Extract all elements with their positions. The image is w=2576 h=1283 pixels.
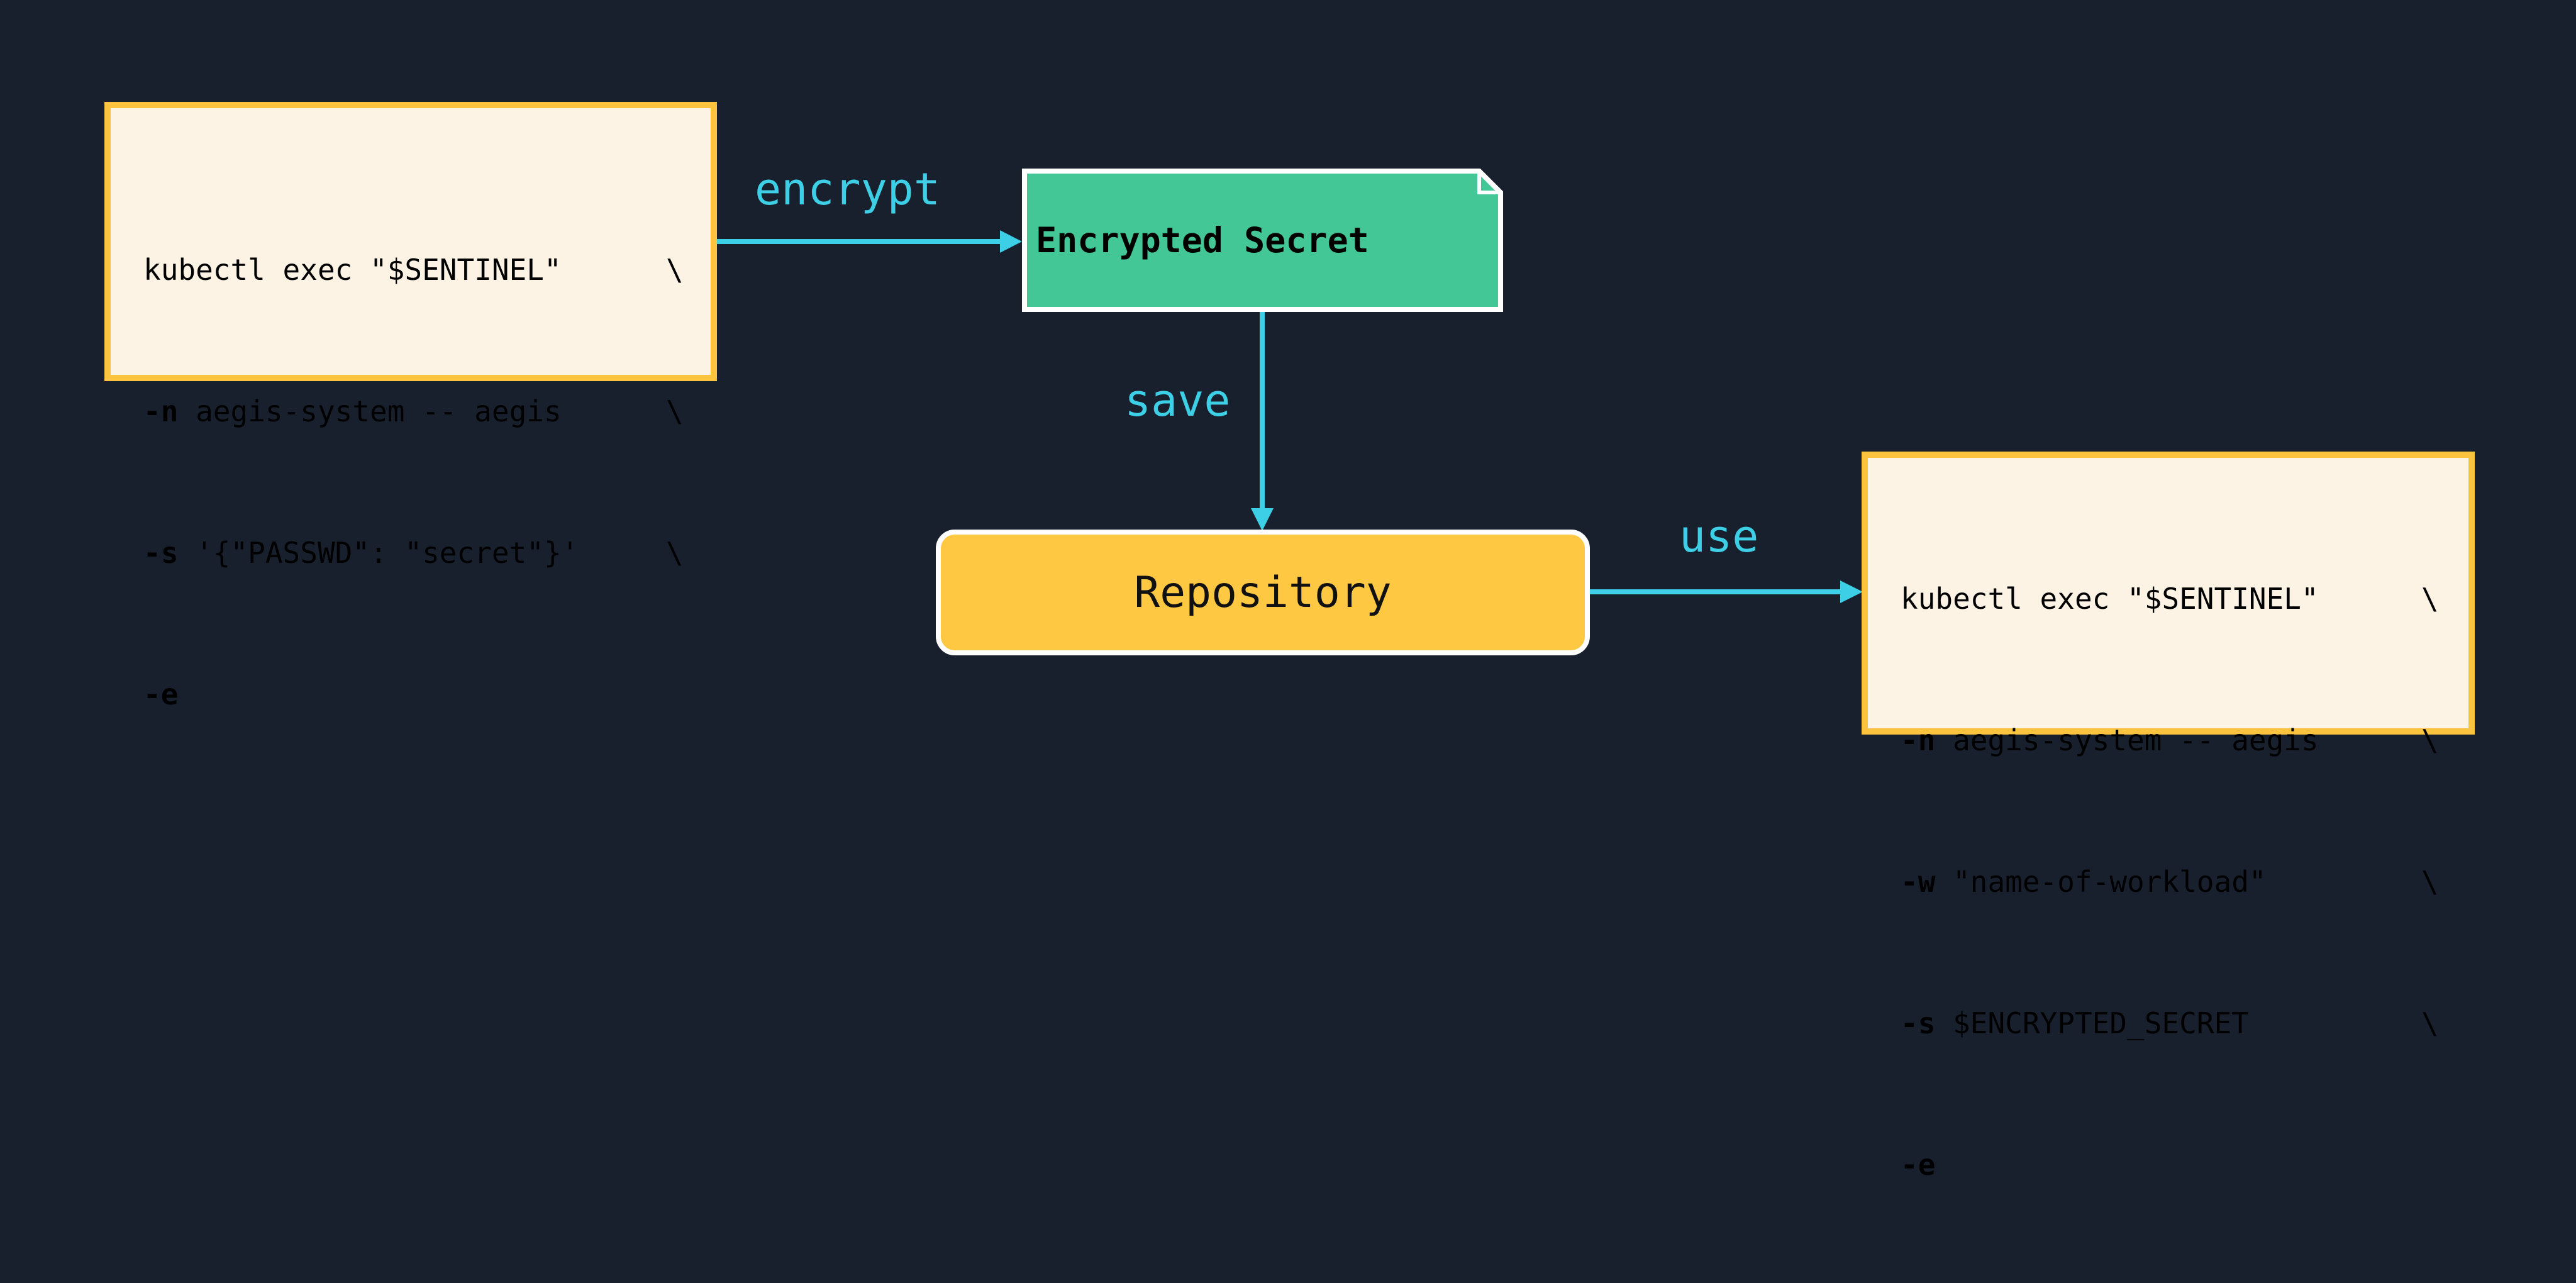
encrypted-secret-label: Encrypted Secret — [1036, 220, 1369, 260]
command-line: -s '{"PASSWD": "secret"}' \ — [143, 530, 711, 577]
line-continuation: \ — [666, 536, 684, 570]
encrypt-command-box: kubectl exec "$SENTINEL" \ -n aegis-syste… — [104, 102, 717, 711]
line-continuation: \ — [666, 253, 684, 287]
command-flag: -e — [1901, 1148, 1936, 1182]
command-text: "name-of-workload" — [1935, 865, 2267, 899]
command-text: kubectl exec "$SENTINEL" — [1901, 582, 2319, 616]
command-flag: -n — [1901, 723, 1936, 757]
command-line: kubectl exec "$SENTINEL" \ — [1901, 575, 2468, 623]
command-flag: -n — [143, 394, 179, 428]
command-text: '{"PASSWD": "secret"}' — [178, 536, 579, 570]
line-continuation: \ — [2421, 582, 2439, 616]
repository-label: Repository — [1134, 567, 1392, 618]
command-flag: -w — [1901, 865, 1936, 899]
use-command-box: kubectl exec "$SENTINEL" \ -n aegis-syste… — [1862, 452, 2475, 1182]
command-text: aegis-system -- aegis — [178, 394, 562, 428]
encrypt-edge-label: encrypt — [755, 164, 941, 215]
command-flag: -s — [1901, 1006, 1936, 1040]
line-continuation: \ — [2421, 865, 2439, 899]
document-shape — [1022, 169, 1503, 312]
line-continuation: \ — [2421, 723, 2439, 757]
use-edge-label: use — [1679, 511, 1759, 562]
encrypted-secret-node: Encrypted Secret — [1022, 169, 1503, 312]
save-arrow-head — [1251, 508, 1274, 531]
repository-node: Repository — [936, 530, 1590, 655]
command-line: -n aegis-system -- aegis \ — [1901, 717, 2468, 764]
command-text: kubectl exec "$SENTINEL" — [143, 253, 562, 287]
diagram-canvas: encrypt save use kubectl exec "$SENTINEL… — [104, 102, 2475, 1182]
command-line: -n aegis-system -- aegis \ — [143, 388, 711, 435]
line-continuation: \ — [2421, 1006, 2439, 1040]
command-line: -e — [143, 671, 711, 718]
command-line: -e — [1901, 1141, 2468, 1189]
command-line: kubectl exec "$SENTINEL" \ — [143, 247, 711, 294]
use-arrow-head — [1840, 580, 1863, 603]
save-edge-label: save — [1124, 375, 1231, 426]
command-text: $ENCRYPTED_SECRET — [1935, 1006, 2249, 1040]
command-line: -s $ENCRYPTED_SECRET \ — [1901, 1000, 2468, 1047]
command-flag: -s — [143, 536, 179, 570]
encrypt-arrow-head — [1000, 230, 1022, 253]
arrows-layer — [717, 230, 1863, 603]
command-text: aegis-system -- aegis — [1935, 723, 2319, 757]
line-continuation: \ — [666, 394, 684, 428]
command-flag: -e — [143, 677, 179, 711]
command-line: -w "name-of-workload" \ — [1901, 858, 2468, 906]
